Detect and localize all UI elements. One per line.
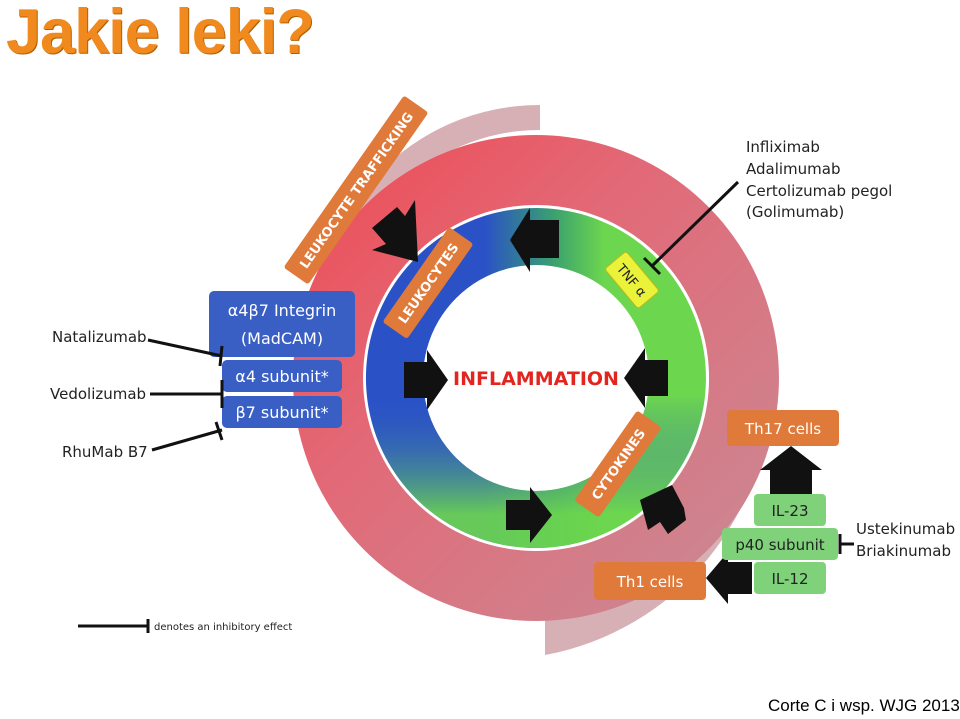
b7-subunit-box: β7 subunit* (222, 396, 342, 428)
il12-box: IL-12 (754, 562, 826, 594)
integrin-a4b7-box: α4β7 Integrin (MadCAM) (209, 291, 355, 357)
legend-inhibit-symbol (78, 619, 150, 633)
drug-vedolizumab: Vedolizumab (50, 385, 146, 403)
drug-golimumab: (Golimumab) (746, 203, 844, 221)
svg-text:Th1 cells: Th1 cells (616, 573, 684, 591)
a4-subunit-box: α4 subunit* (222, 360, 342, 392)
arrow-il23-to-th17 (760, 446, 822, 494)
p40-subunit-box: p40 subunit (722, 528, 838, 560)
drug-infliximab: Infliximab (746, 138, 820, 156)
svg-text:p40 subunit: p40 subunit (735, 536, 824, 554)
slide-title: Jakie leki? (6, 0, 315, 67)
arrow-il12-to-th1 (706, 552, 752, 604)
arrow-tnf-to-leukocytes (510, 208, 559, 272)
arrow-th1-to-cytokines (640, 485, 686, 534)
drug-natalizumab: Natalizumab (52, 328, 147, 346)
inhibit-natalizumab (147, 338, 224, 367)
inhibit-p40 (838, 534, 854, 554)
arrow-to-cytokines (506, 487, 552, 543)
inhibit-tnf (642, 180, 740, 276)
inhibit-vedolizumab (150, 380, 224, 408)
svg-text:α4β7 Integrin: α4β7 Integrin (228, 301, 337, 320)
svg-text:(MadCAM): (MadCAM) (241, 329, 323, 348)
svg-text:Th17 cells: Th17 cells (744, 420, 821, 438)
arrow-leukocytes-to-inflammation (404, 350, 448, 410)
drug-adalimumab: Adalimumab (746, 160, 841, 178)
svg-text:β7 subunit*: β7 subunit* (235, 403, 328, 422)
il23-box: IL-23 (754, 494, 826, 526)
arrow-cytokines-to-inflammation (624, 348, 668, 408)
svg-text:IL-23: IL-23 (771, 502, 808, 520)
inhibit-rhumab-b7 (151, 421, 224, 452)
th1-cells-box: Th1 cells (594, 562, 706, 600)
citation: Corte C i wsp. WJG 2013 (768, 696, 960, 715)
drug-rhumab-b7: RhuMab B7 (62, 443, 148, 461)
drug-ustekinumab: Ustekinumab (856, 520, 955, 538)
svg-text:IL-12: IL-12 (771, 570, 808, 588)
th17-cells-box: Th17 cells (727, 410, 839, 446)
svg-text:α4 subunit*: α4 subunit* (235, 367, 328, 386)
arrow-trafficking-to-leukocytes (372, 200, 418, 262)
drug-briakinumab: Briakinumab (856, 542, 951, 560)
legend-text: denotes an inhibitory effect (154, 622, 292, 633)
drug-certolizumab: Certolizumab pegol (746, 182, 892, 200)
inflammation-label: INFLAMMATION (453, 368, 619, 390)
